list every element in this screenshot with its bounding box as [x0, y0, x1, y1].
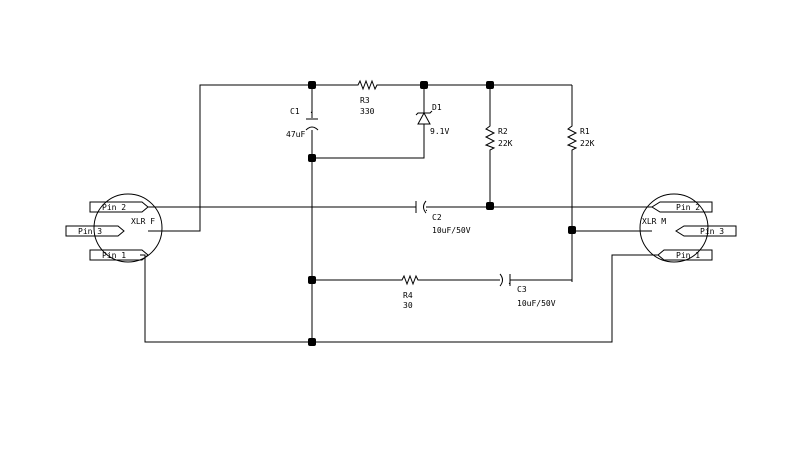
resistor-r3-symbol — [355, 79, 380, 91]
resistor-r3-value: 330 — [360, 107, 375, 116]
junction-dot — [308, 276, 316, 284]
resistor-r1-symbol — [566, 123, 578, 152]
junction-dot — [308, 338, 316, 346]
xlr-male-pin3-label: Pin 3 — [700, 227, 724, 236]
capacitor-c1-polarity: . — [309, 106, 314, 115]
xlr-female-pin1 — [89, 249, 149, 261]
wire-right-pin1 — [312, 254, 658, 343]
capacitor-c2: . C2 10uF/50V — [415, 200, 471, 235]
xlr-female-pin2 — [89, 201, 149, 213]
junction-dot — [308, 154, 316, 162]
capacitor-c3-ref: C3 — [517, 285, 527, 294]
xlr-female-connector: Pin 2 Pin 3 Pin 1 XLR F — [65, 193, 163, 263]
xlr-male-pin3 — [675, 225, 737, 237]
zener-diode-d1-ref: D1 — [432, 103, 442, 112]
xlr-male-body — [639, 193, 709, 263]
junction-dot — [568, 226, 576, 234]
resistor-r1-ref: R1 — [580, 127, 590, 136]
xlr-male-pin2 — [651, 201, 713, 213]
capacitor-c3: . C3 10uF/50V — [499, 273, 556, 308]
capacitor-c1-plate-bottom — [305, 126, 319, 131]
capacitor-c2-plate-right — [423, 200, 427, 214]
wires — [140, 84, 658, 343]
xlr-female-pin2-label: Pin 2 — [102, 203, 126, 212]
junction-dot — [420, 81, 428, 89]
resistor-r4: R4 30 — [400, 274, 420, 310]
resistor-r2-ref: R2 — [498, 127, 508, 136]
resistor-r2: R2 22K — [484, 123, 513, 152]
xlr-male-connector: Pin 2 Pin 3 Pin 1 XLR M — [639, 193, 737, 263]
zener-diode-d1-bar — [415, 110, 433, 116]
resistor-r2-value: 22K — [498, 139, 513, 148]
capacitor-c3-polarity: . — [507, 277, 512, 286]
junctions — [308, 81, 576, 346]
zener-diode-d1-value: 9.1V — [430, 127, 449, 136]
resistor-r1-value: 22K — [580, 139, 595, 148]
xlr-female-pin3-label: Pin 3 — [78, 227, 102, 236]
capacitor-c1-value: 47uF — [286, 130, 305, 139]
capacitor-c2-ref: C2 — [432, 213, 442, 222]
capacitor-c1-ref: C1 — [290, 107, 300, 116]
xlr-male-label: XLR M — [642, 217, 666, 226]
xlr-female-pin3 — [65, 225, 125, 237]
xlr-female-body — [93, 193, 163, 263]
capacitor-c3-plate-left — [499, 273, 503, 287]
junction-dot — [486, 81, 494, 89]
xlr-male-pin1 — [657, 249, 713, 261]
capacitor-c3-value: 10uF/50V — [517, 299, 556, 308]
junction-dot — [308, 81, 316, 89]
zener-diode-d1: D1 9.1V — [415, 103, 449, 136]
wire-left-pin1 — [140, 254, 312, 343]
resistor-r2-symbol — [484, 123, 496, 152]
resistor-r4-value: 30 — [403, 301, 413, 310]
xlr-female-pin1-label: Pin 1 — [102, 251, 126, 260]
resistor-r3: R3 330 — [355, 79, 380, 116]
xlr-female-label: XLR F — [131, 217, 155, 226]
wire-d1-bottom — [312, 125, 425, 159]
junction-dot — [486, 202, 494, 210]
xlr-male-pin2-label: Pin 2 — [676, 203, 700, 212]
resistor-r4-ref: R4 — [403, 291, 413, 300]
wire-left-pin3-to-top — [148, 84, 312, 232]
zener-diode-d1-triangle — [417, 111, 431, 125]
capacitor-c2-polarity: . — [424, 204, 429, 213]
resistor-r4-symbol — [400, 274, 420, 286]
capacitor-c2-value: 10uF/50V — [432, 226, 471, 235]
resistor-r3-ref: R3 — [360, 96, 370, 105]
resistor-r1: R1 22K — [566, 123, 595, 152]
xlr-male-pin1-label: Pin 1 — [676, 251, 700, 260]
capacitor-c1: . C1 47uF — [286, 106, 319, 139]
